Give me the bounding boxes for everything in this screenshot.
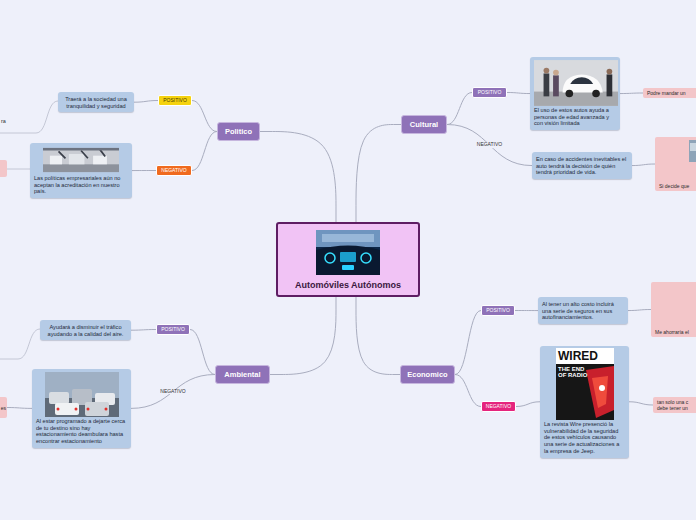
connector: [131, 329, 156, 331]
node-text: es: [0, 405, 6, 411]
picture: [45, 372, 119, 417]
picture: [689, 140, 696, 162]
node-text: La revista Wire presenció la vulnerabili…: [544, 421, 625, 455]
connector: [516, 402, 540, 407]
cut-text: ra: [1, 118, 6, 124]
connector: [629, 402, 653, 405]
node-text: Ayudará a disminuir el tráfico ayudando …: [44, 324, 127, 337]
idea-box: Al estar programado a dejarte cerca de t…: [32, 369, 131, 448]
connector: [132, 170, 156, 171]
node-text: Automóviles Autónomos: [282, 280, 414, 290]
connector: [134, 101, 158, 103]
branch-topic: Cultural: [401, 115, 447, 134]
connector: [356, 297, 400, 375]
central-topic: Automóviles Autónomos: [276, 222, 420, 297]
idea-box: Las políticas empresariales aún no acept…: [30, 143, 132, 198]
cut-topic-box: es: [0, 397, 7, 418]
cut-topic-box: tan solo una c debe tener un: [653, 397, 696, 413]
cut-topic-box: [0, 160, 7, 177]
connector: [131, 375, 215, 409]
node-text: Podre mandar un: [647, 90, 696, 96]
cut-topic-box: Si decide que: [655, 137, 696, 191]
idea-box: En caso de accidentes inevitables el aut…: [532, 152, 632, 179]
picture: [534, 60, 618, 106]
node-text: Economico: [403, 370, 452, 379]
cover-title: WIRED: [558, 350, 598, 363]
node-text: En caso de accidentes inevitables el aut…: [536, 156, 628, 176]
node-text: POSITIVO: [160, 98, 190, 103]
node-picture: [534, 60, 618, 106]
connector: [447, 93, 472, 125]
leader-line: [0, 329, 40, 359]
connector: [628, 310, 651, 311]
node-text: NEGATIVO: [158, 168, 190, 173]
node-picture: [43, 146, 119, 174]
leader-line: [0, 101, 58, 133]
node-picture: [689, 140, 696, 162]
node-text: tan solo una c debe tener un: [657, 399, 695, 411]
node-picture: [316, 230, 380, 275]
node-text: Las políticas empresariales aún no acept…: [34, 175, 128, 195]
node-text: El uso de estos autos ayuda a personas d…: [534, 107, 616, 127]
picture: [316, 230, 380, 275]
negative-tag: NEGATIVO: [481, 401, 516, 412]
node-text: Ambiental: [218, 370, 267, 379]
positive-tag: POSITIVO: [158, 95, 192, 106]
idea-box: El uso de estos autos ayuda a personas d…: [530, 57, 620, 130]
node-text: NEGATIVO: [483, 404, 514, 409]
connector: [190, 330, 215, 375]
node-text: Si decide que: [659, 183, 696, 189]
positive-tag: POSITIVO: [156, 324, 190, 335]
node-text: POSITIVO: [158, 327, 188, 332]
node-text: POSITIVO: [474, 90, 505, 95]
node-text: Al estar programado a dejarte cerca de t…: [36, 418, 127, 445]
connector: [192, 101, 217, 132]
connector: [632, 164, 655, 166]
leader-line: [7, 169, 30, 170]
branch-topic: Politico: [217, 122, 260, 141]
node-text: Politico: [220, 127, 257, 136]
negative-tag: NEGATIVO: [156, 165, 192, 176]
idea-box: Traerá a la sociedad una tranquilidad y …: [58, 92, 134, 112]
node-text: Me ahorraría el: [655, 329, 696, 335]
picture: [556, 348, 614, 420]
node-text: POSITIVO: [483, 308, 513, 313]
connector: [507, 93, 530, 94]
connector: [260, 132, 336, 223]
node-text: Traerá a la sociedad una tranquilidad y …: [62, 96, 130, 109]
branch-topic: Economico: [400, 365, 455, 384]
picture: [43, 148, 119, 172]
connector: [455, 311, 481, 375]
connector: [356, 125, 401, 223]
node-picture: [45, 372, 119, 417]
node-text: Al tener un alto costo incluirá una seri…: [542, 301, 624, 321]
cover-headline: THE END OF RADIO: [558, 366, 588, 379]
connector: [620, 93, 643, 95]
cut-topic-box: Me ahorraría el: [651, 282, 696, 337]
connector: [447, 125, 532, 166]
node-text: Cultural: [404, 120, 444, 129]
positive-tag: POSITIVO: [481, 305, 515, 316]
cut-topic-box: Podre mandar un: [643, 88, 696, 98]
positive-tag: POSITIVO: [472, 87, 507, 98]
connector: [192, 132, 217, 171]
edge-label: NEGATIVO: [476, 142, 503, 148]
connector: [515, 310, 538, 311]
connector: [7, 407, 32, 409]
connector: [455, 375, 481, 407]
edge-label: NEGATIVO: [159, 389, 186, 395]
branch-topic: Ambiental: [215, 365, 270, 384]
connector: [270, 297, 336, 375]
idea-box: Ayudará a disminuir el tráfico ayudando …: [40, 320, 131, 340]
idea-box: Al tener un alto costo incluirá una seri…: [538, 297, 628, 324]
